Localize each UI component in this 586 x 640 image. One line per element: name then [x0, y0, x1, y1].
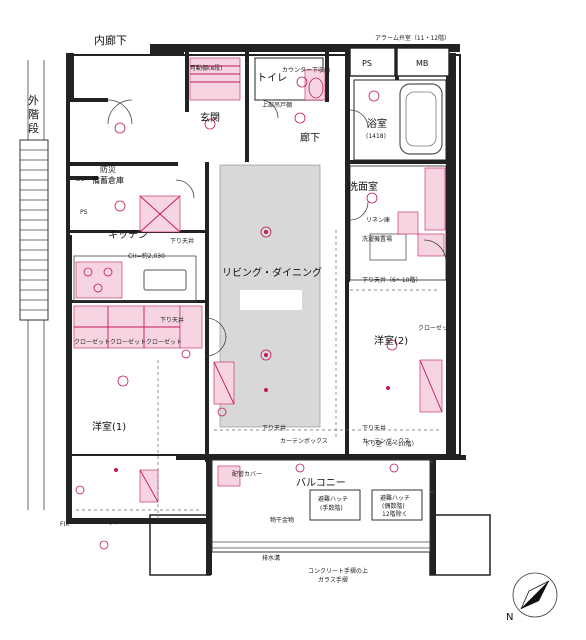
- hanging-ceiling-room1: 下り天井: [160, 316, 184, 324]
- mb-label: MB: [416, 59, 428, 68]
- north-arrow-icon: [512, 572, 558, 618]
- living-label-box: [240, 290, 302, 310]
- disaster-storage-label: 防災 備蓄倉庫: [92, 164, 124, 185]
- washroom: [349, 165, 447, 281]
- closets-room-1: [73, 305, 203, 349]
- svg-text:防災: 防災: [100, 164, 116, 174]
- balcony-label: バルコニー: [296, 477, 346, 489]
- top-utility-rooms: [349, 47, 450, 77]
- entrance-label: 玄関: [200, 111, 220, 124]
- hallway-label: 廊下: [300, 131, 320, 144]
- movable-shelf-label: 可動棚(8段): [190, 64, 223, 72]
- lower-wall-label: 下り壁（6～10階）: [364, 440, 417, 448]
- refuge-hatch-1: [309, 489, 361, 521]
- sink-icon: [143, 269, 187, 291]
- bath-size-label: (1418): [366, 133, 386, 140]
- door-swing-icon: [107, 99, 447, 357]
- refuge-hatch-1-label: 避難ハッチ (手数階): [318, 495, 348, 512]
- inner-corridor-label: 内廊下: [94, 33, 127, 47]
- refuge-hatch-2-label: 避難ハッチ (偶数階) 12階除く: [380, 494, 410, 518]
- ps-label-left: PS: [80, 209, 88, 216]
- stove-icon: [83, 267, 113, 293]
- ch-label: CH=約2,030: [128, 252, 165, 260]
- north-label: N: [506, 612, 513, 623]
- bathtub-icon: [399, 83, 443, 155]
- svg-text:(偶数階): (偶数階): [382, 502, 405, 510]
- toilet-icon: [308, 77, 324, 99]
- svg-text:段: 段: [28, 121, 39, 135]
- linen-label: リネン庫: [366, 216, 390, 224]
- svg-text:12階除く: 12階除く: [382, 510, 408, 518]
- kitchen: [73, 195, 197, 302]
- balcony-area: [211, 459, 431, 553]
- laundry-pan-label: 洗濯機置場: [362, 235, 392, 243]
- curtain-box-label-2: カーテンボックス: [362, 437, 410, 445]
- clothes-dryer-label: 物干金物: [270, 516, 294, 524]
- toilet-room: [254, 57, 326, 101]
- kitchen-label: キッチン: [108, 229, 148, 241]
- closet-label-1: クローゼット: [74, 338, 110, 346]
- western-room-1-label: 洋室(1): [92, 420, 126, 433]
- svg-text:ガラス手摺: ガラス手摺: [318, 576, 348, 584]
- svg-text:外: 外: [28, 94, 39, 107]
- western-room-2-label: 洋室(2): [374, 334, 408, 347]
- ps-label-top: PS: [362, 59, 372, 68]
- hanging-ceiling-room2: 下り天井: [362, 424, 386, 432]
- outer-stairs-label: 外 階 段: [28, 94, 39, 135]
- outer-stairs: [19, 60, 49, 510]
- concrete-rail-label: コンクリート手摺の上 ガラス手摺: [308, 567, 368, 584]
- toilet-label: トイレ: [257, 73, 287, 84]
- alarm-valve-label: アラーム弁室（11・12階）: [375, 34, 450, 42]
- hanging-ceiling-living: 下り天井: [262, 424, 286, 432]
- svg-text:備蓄倉庫: 備蓄倉庫: [92, 175, 124, 185]
- refuge-hatch-2: [371, 489, 423, 521]
- pipe-cover-label: 配管カバー: [232, 470, 262, 478]
- hanging-ceiling-610-label: 下り天井（6～10階）: [362, 276, 421, 284]
- ds-label: DS: [76, 176, 85, 183]
- light-markers: [75, 76, 399, 550]
- counter-cabinet-label: カウンター下収納: [282, 66, 330, 74]
- washroom-label: 洗面室: [348, 180, 378, 193]
- shoes-in-closet: [189, 57, 241, 101]
- svg-text:避難ハッチ: 避難ハッチ: [318, 495, 348, 503]
- svg-text:(手数階): (手数階): [320, 504, 343, 512]
- bath-label: 浴室: [367, 117, 387, 130]
- laundry-pan-icon: [369, 233, 407, 261]
- curtain-box-label-1: カーテンボックス: [280, 437, 328, 445]
- bath-room: [353, 79, 447, 161]
- closet-label-room2: クローゼット: [418, 324, 454, 332]
- svg-text:階: 階: [28, 107, 39, 121]
- hanging-ceiling-kitchen: 下り天井: [170, 237, 194, 245]
- closet-label-2: クローゼット: [110, 338, 146, 346]
- curtain-box-label-3: カーテンボックス: [84, 518, 132, 526]
- drain-ditch-label: 排水溝: [262, 554, 280, 562]
- closet-label-3: クローゼット: [146, 338, 182, 346]
- upper-cabinet-label: 上部吊戸棚: [262, 101, 292, 109]
- svg-text:避難ハッチ: 避難ハッチ: [380, 494, 410, 502]
- fix-label: FIX: [60, 521, 69, 528]
- svg-text:コンクリート手摺の上: コンクリート手摺の上: [308, 567, 368, 575]
- living-dining-label: リビング・ダイニング: [222, 266, 322, 279]
